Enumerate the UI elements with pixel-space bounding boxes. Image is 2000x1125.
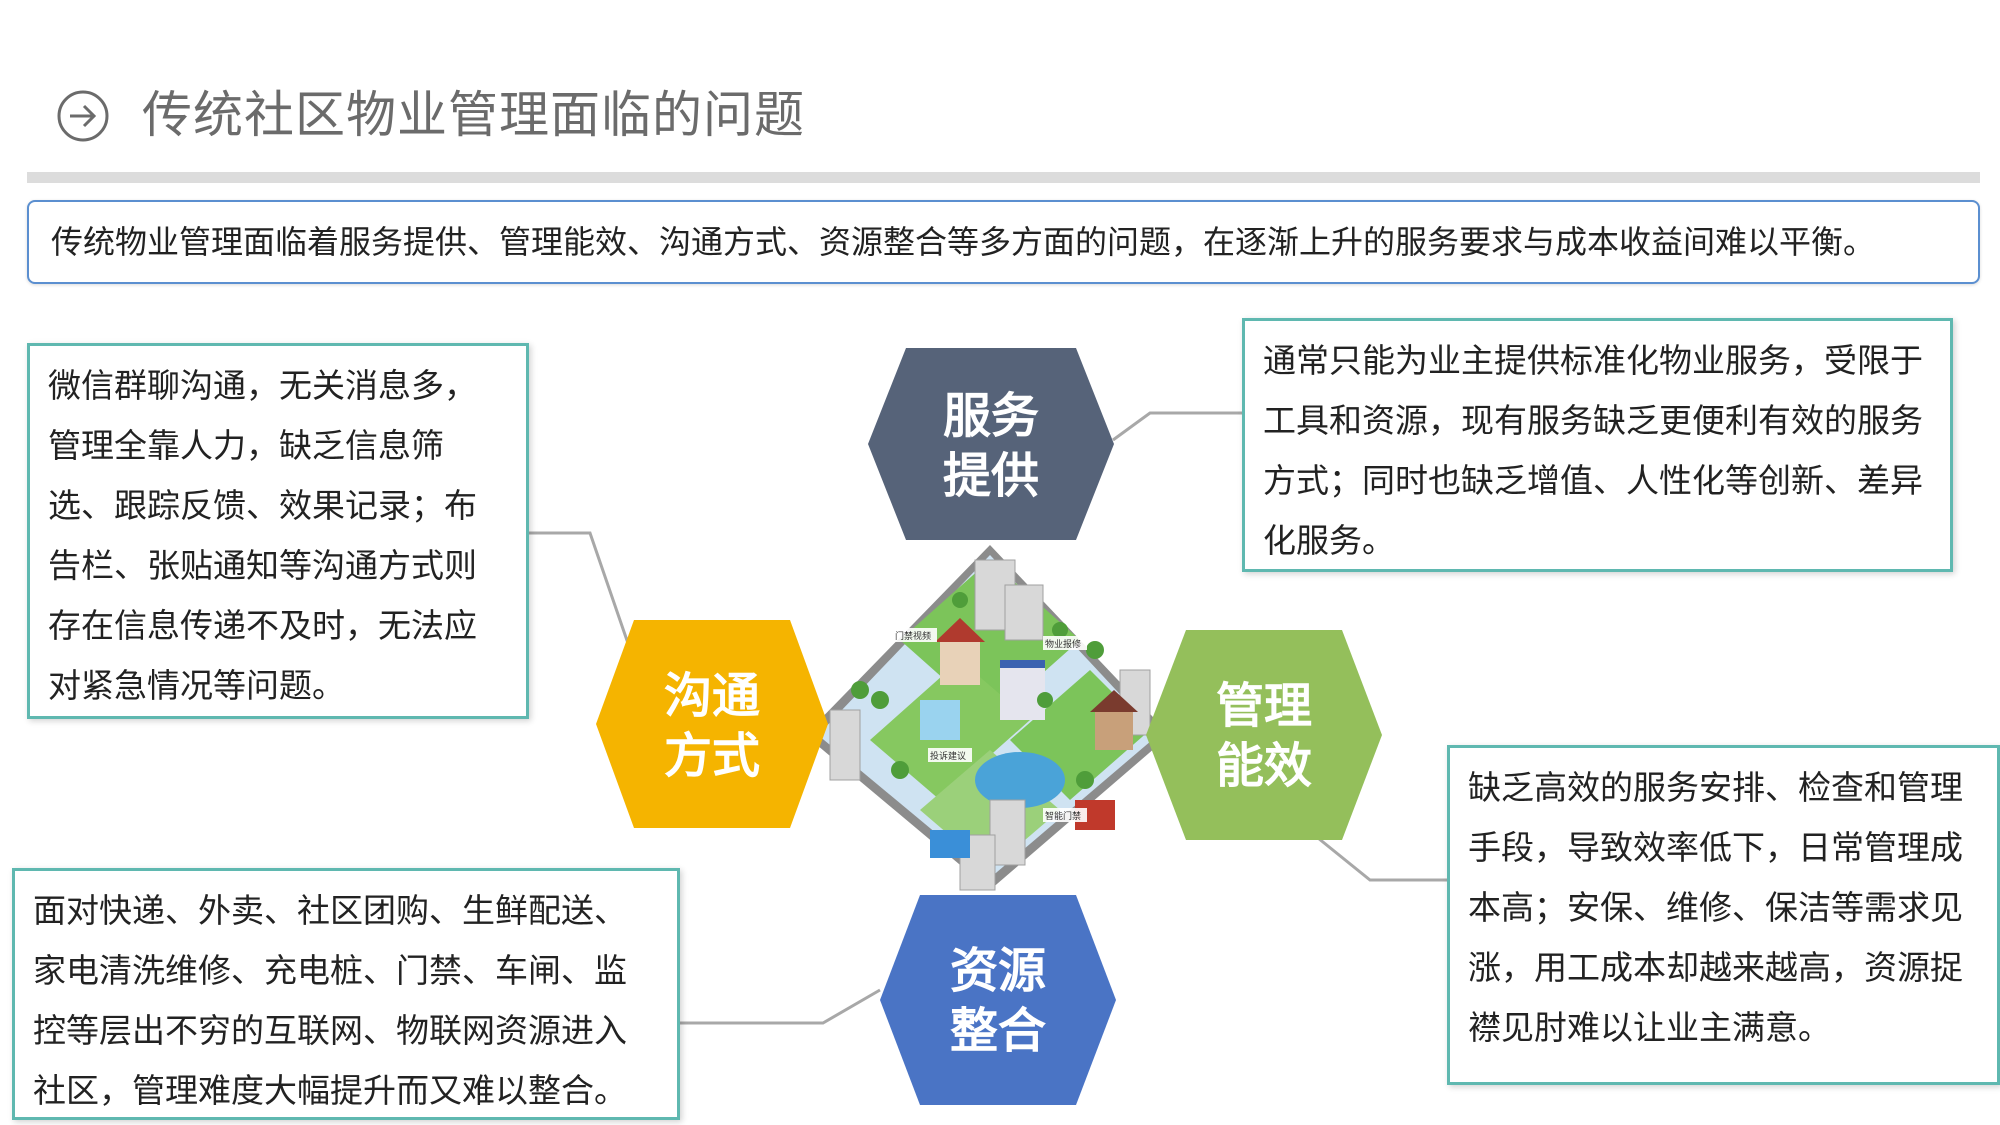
map-label-complaint: 投诉建议 [930, 750, 966, 762]
connector-resource [680, 988, 881, 1025]
communication-description: 微信群聊沟通，无关消息多，管理全靠人力，缺乏信息筛选、跟踪反馈、效果记录；布告栏… [27, 343, 529, 719]
map-label-access: 门禁视频 [895, 630, 931, 642]
hexagon-resource: 资源 整合 [880, 895, 1116, 1105]
hexagon-management: 管理 能效 [1146, 630, 1382, 840]
tree-icon [851, 592, 1104, 789]
building-icon [829, 559, 1151, 891]
connector-management [1317, 836, 1447, 882]
hex-management-line1: 管理 [1216, 678, 1312, 734]
arrow-circle-icon [57, 90, 109, 142]
hex-service-line2: 提供 [943, 448, 1039, 504]
hex-communication-line1: 沟通 [664, 668, 760, 724]
title-divider [27, 172, 1980, 183]
map-label-repair: 物业报修 [1045, 638, 1081, 650]
house-icon [930, 618, 1138, 858]
hex-resource-line1: 资源 [950, 943, 1046, 999]
summary-box: 传统物业管理面临着服务提供、管理能效、沟通方式、资源整合等多方面的问题，在逐渐上… [27, 200, 1980, 284]
hexagon-service: 服务 提供 [868, 348, 1114, 540]
hex-resource-line2: 整合 [950, 1003, 1046, 1059]
hex-service-line1: 服务 [943, 388, 1039, 444]
page-title: 传统社区物业管理面临的问题 [142, 86, 805, 144]
service-description: 通常只能为业主提供标准化物业服务，受限于工具和资源，现有服务缺乏更便利有效的服务… [1242, 318, 1953, 572]
community-map-illustration: 门禁视频 物业报修 投诉建议 智能门禁 [805, 545, 1170, 891]
connector-service [1112, 411, 1242, 442]
hexagon-communication: 沟通 方式 [596, 620, 828, 828]
resource-description: 面对快递、外卖、社区团购、生鲜配送、家电清洗维修、充电桩、门禁、车闸、监控等层出… [12, 868, 680, 1120]
hex-communication-line2: 方式 [664, 728, 760, 784]
map-label-gate: 智能门禁 [1045, 810, 1081, 822]
connector-communication [529, 531, 634, 656]
hex-management-line2: 能效 [1216, 738, 1312, 794]
management-description: 缺乏高效的服务安排、检查和管理手段，导致效率低下，日常管理成本高；安保、维修、保… [1447, 745, 2000, 1085]
